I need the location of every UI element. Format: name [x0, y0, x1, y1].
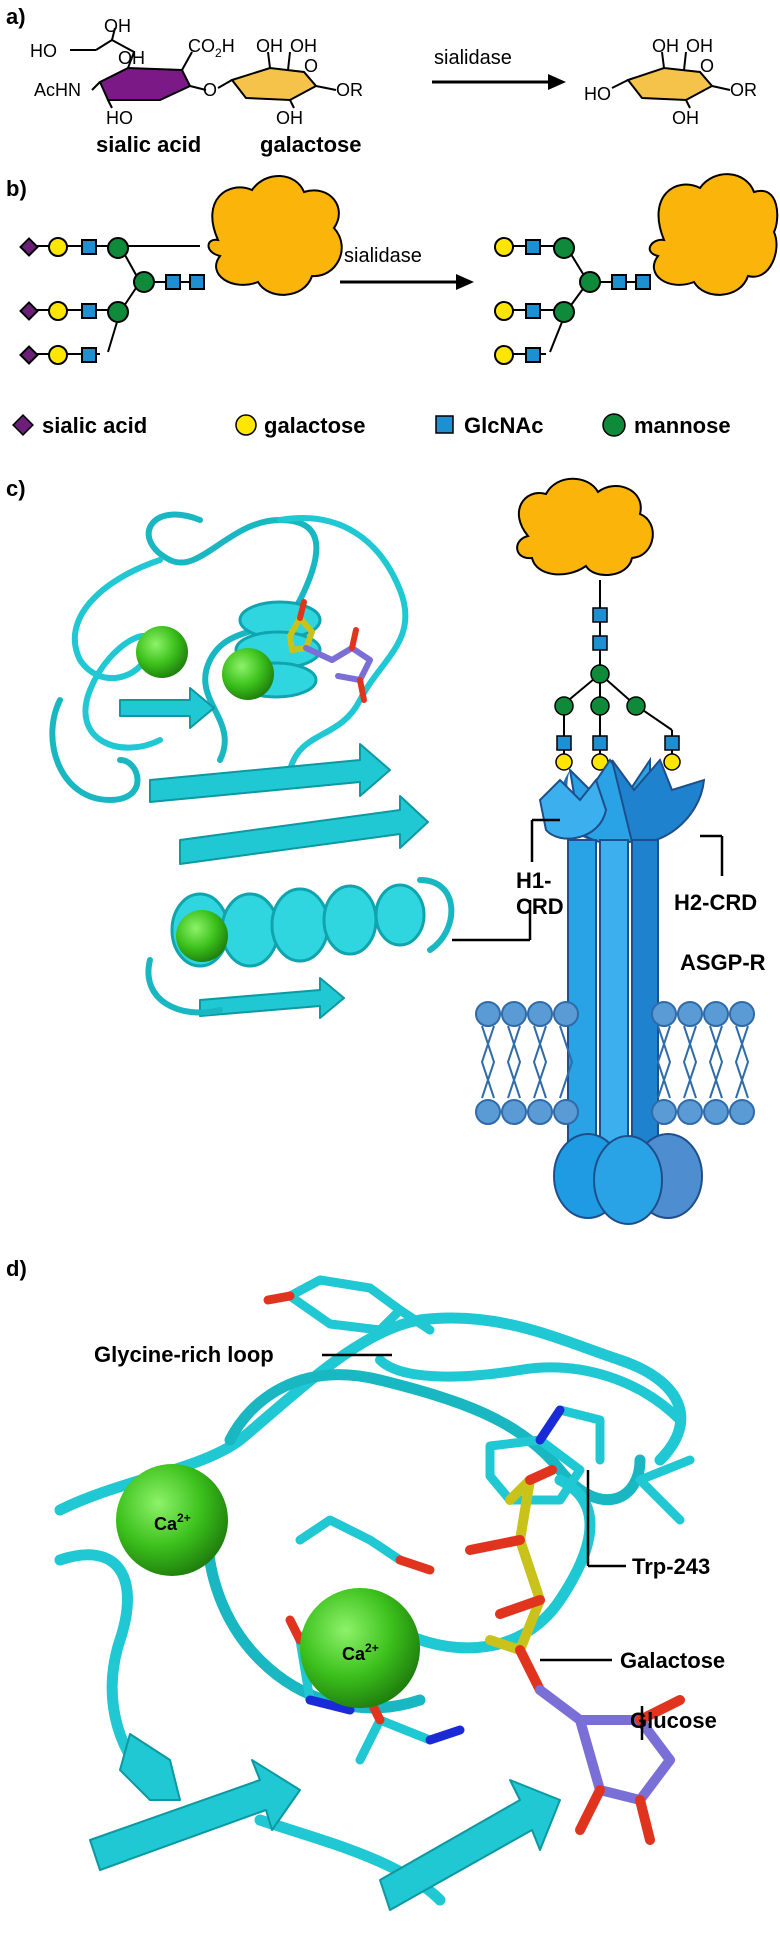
- panel-b: b) sialidase: [6, 173, 779, 438]
- panel-a-label: a): [6, 4, 26, 29]
- protein-blob-right: [648, 173, 779, 296]
- glycan-tree-right: [494, 173, 779, 365]
- sialic-ho-2: HO: [106, 108, 133, 128]
- gal-or: OR: [336, 80, 363, 100]
- legend-glcnac-icon: [435, 415, 454, 434]
- legend-galactose-icon: [235, 414, 257, 436]
- sialic-oh-2: OH: [118, 48, 145, 68]
- gal-oh-2: OH: [290, 36, 317, 56]
- gal-ring-o: O: [304, 56, 318, 76]
- h1-crd-label-line1: H1-: [516, 868, 551, 893]
- protein-blob-left: [207, 175, 343, 296]
- gal2-oh-2: OH: [686, 36, 713, 56]
- panel-a: a) HO OH OH AcHN HO CO2H O: [6, 4, 757, 157]
- legend-glcnac: GlcNAc: [464, 413, 543, 438]
- legend-sialic-acid: sialic acid: [42, 413, 147, 438]
- galactose-structure-left: OH OH O OH OR: [217, 36, 363, 128]
- sialic-acid-caption: sialic acid: [96, 132, 201, 157]
- h1-crd-label-line2: CRD: [516, 894, 564, 919]
- reaction-arrowhead-a: [548, 74, 566, 90]
- legend-mannose-icon: [602, 413, 626, 437]
- receptor-glycoprotein-blob: [516, 477, 654, 577]
- sialidase-label-a: sialidase: [434, 47, 512, 69]
- sialic-acid-structure: HO OH OH AcHN HO CO2H O: [30, 16, 235, 128]
- reaction-arrowhead-b: [456, 274, 474, 290]
- glucose-label-d: Glucose: [630, 1708, 717, 1733]
- h2-crd-label: H2-CRD: [674, 890, 757, 915]
- calcium-ion-d1: [116, 1464, 228, 1576]
- gal-oh-3: OH: [276, 108, 303, 128]
- gal2-ho: HO: [584, 84, 611, 104]
- glycine-loop-label: Glycine-rich loop: [94, 1342, 274, 1367]
- sialic-co2h: CO2H: [188, 36, 235, 60]
- gal2-oh-1: OH: [652, 36, 679, 56]
- sialidase-label-b: sialidase: [344, 245, 422, 267]
- gal-oh-1: OH: [256, 36, 283, 56]
- calcium-ion-2: [222, 648, 274, 700]
- panel-d: d): [6, 1256, 725, 1911]
- glycan-tree-left: [19, 175, 343, 365]
- galactose-caption: galactose: [260, 132, 362, 157]
- panel-c-label: c): [6, 476, 26, 501]
- trp-243-label: Trp-243: [632, 1554, 710, 1579]
- galactose-structure-right: OH OH O HO OH OR: [584, 36, 757, 128]
- asgp-receptor: [475, 477, 755, 1225]
- panel-d-label: d): [6, 1256, 27, 1281]
- calcium-ion-d2: [300, 1588, 420, 1708]
- sialic-oh-1: OH: [104, 16, 131, 36]
- calcium-ion-1: [136, 626, 188, 678]
- glycosidic-o: O: [203, 80, 217, 100]
- sialic-achn: AcHN: [34, 80, 81, 100]
- asgp-r-label: ASGP-R: [680, 950, 766, 975]
- panel-b-label: b): [6, 176, 27, 201]
- binding-site-structure: [54, 1275, 695, 1911]
- sialic-ho-1: HO: [30, 41, 57, 61]
- ca-label-2: Ca2+: [342, 1641, 379, 1664]
- gal2-or: OR: [730, 80, 757, 100]
- calcium-ion-3: [176, 910, 228, 962]
- galactose-label-d: Galactose: [620, 1648, 725, 1673]
- legend-sialic-acid-icon: [12, 414, 34, 436]
- monosaccharide-legend: sialic acid galactose GlcNAc mannose: [12, 413, 731, 438]
- crd-ribbon-structure: [49, 511, 455, 1019]
- legend-mannose: mannose: [634, 413, 731, 438]
- panel-c: c): [6, 476, 766, 1225]
- ca-label-1: Ca2+: [154, 1511, 191, 1534]
- gal2-ring-o: O: [700, 56, 714, 76]
- gal2-oh-3: OH: [672, 108, 699, 128]
- legend-galactose: galactose: [264, 413, 366, 438]
